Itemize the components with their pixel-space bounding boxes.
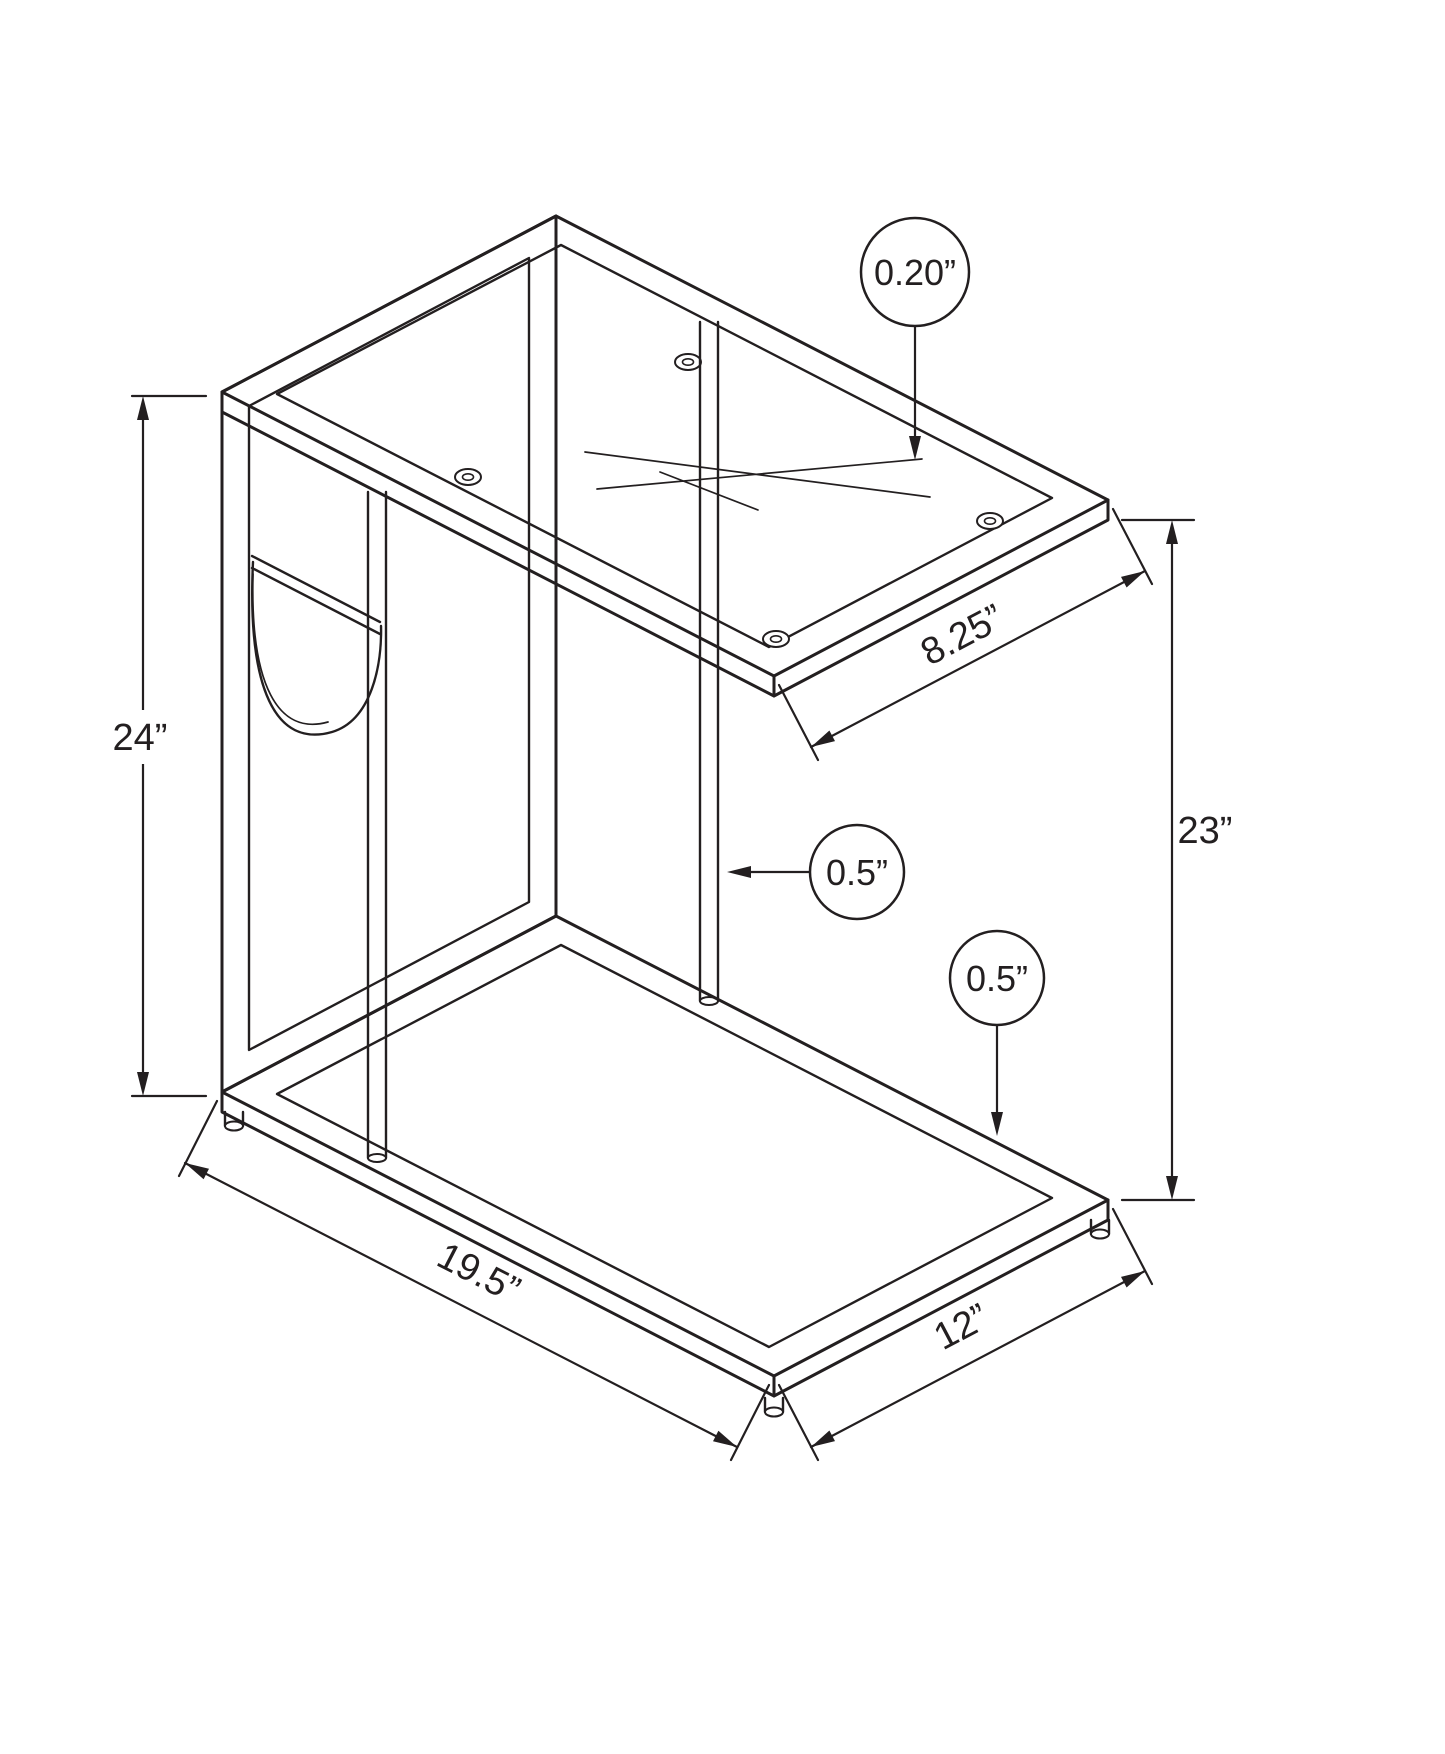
label-base-length: 19.5” [430,1235,526,1312]
arrowhead-up [137,396,149,420]
arrowhead-right [1121,571,1145,588]
post-sides [698,320,720,1003]
side-frame [220,214,558,1094]
dim-base-width: 12” [777,1207,1154,1462]
arrowhead-down [137,1072,149,1096]
arrowhead-left [185,1163,209,1180]
extension-lines [1120,518,1196,1202]
callout-circle [808,823,906,921]
arrowhead-down [909,436,921,460]
callout-circle [859,216,971,328]
pad-inner [983,516,997,525]
support-post-front [366,490,388,1163]
dimension-annotations: 24” 23” 8.25” 19.5” [108,216,1233,1462]
glass-mount-pad [976,512,1004,530]
dim-base-length: 19.5” [177,1099,771,1462]
arrowhead-left [811,730,835,747]
label-left-height: 24” [113,717,168,759]
dim-right-height: 23” [1120,518,1233,1202]
dimension-line [183,1161,739,1449]
foot-cap [764,1406,784,1418]
dimension-line [809,1269,1147,1449]
arrowhead-down [991,1112,1003,1136]
pad-inner [461,472,475,481]
label-backing [108,710,174,764]
label-right-height: 23” [1178,810,1233,852]
post-sides [366,490,388,1160]
callout-frame-thickness: 0.5” [948,929,1046,1136]
base-depth-edge [220,1090,1110,1398]
callout-glass-thickness: 0.20” [859,216,971,460]
foot-cap [224,1120,244,1132]
arrowhead-up [1166,520,1178,544]
support-post-rear [698,320,720,1006]
label-base-width: 12” [927,1296,995,1359]
pad-inner [769,634,783,643]
side-frame-outer-edge [220,214,558,1094]
pad-inner [681,357,695,366]
dim-top-depth: 8.25” [777,507,1154,762]
base-frame [220,914,1111,1418]
side-frame-inner-edge [247,256,531,1052]
glass-reflection-lines [584,451,931,511]
arrowhead-right [1121,1271,1145,1288]
label-glass-thickness: 0.20” [874,252,956,293]
sling-fabric-inner [251,573,329,725]
callout-circle [948,929,1046,1027]
top-frame-inner-edge [275,243,1054,649]
arrowhead-down [1166,1176,1178,1200]
label-top-depth: 8.25” [914,597,1010,675]
glass-mount-pad [762,630,790,648]
foot-cap [1090,1228,1110,1240]
arrowhead-right [713,1430,737,1447]
arrowhead-left [811,1430,835,1447]
callout-post-diameter: 0.5” [727,823,906,921]
magazine-sling [250,554,383,736]
label-frame-thickness: 0.5” [966,958,1028,999]
base-foot [763,1396,785,1418]
label-post-diameter: 0.5” [826,852,888,893]
glass-mount-pad [454,468,482,486]
sling-rod [250,554,382,636]
table-drawing [220,214,1111,1418]
glass-mount-pad [674,353,702,371]
base-foot [1089,1218,1111,1240]
base-foot [223,1110,245,1132]
arrowhead-left [727,866,751,878]
extension-lines [130,394,208,1098]
sling-fabric-outer [251,560,383,736]
dim-left-height: 24” [108,394,208,1098]
post-foot [367,1153,387,1163]
dimension-line [809,569,1147,749]
base-inner-edge [275,943,1054,1349]
